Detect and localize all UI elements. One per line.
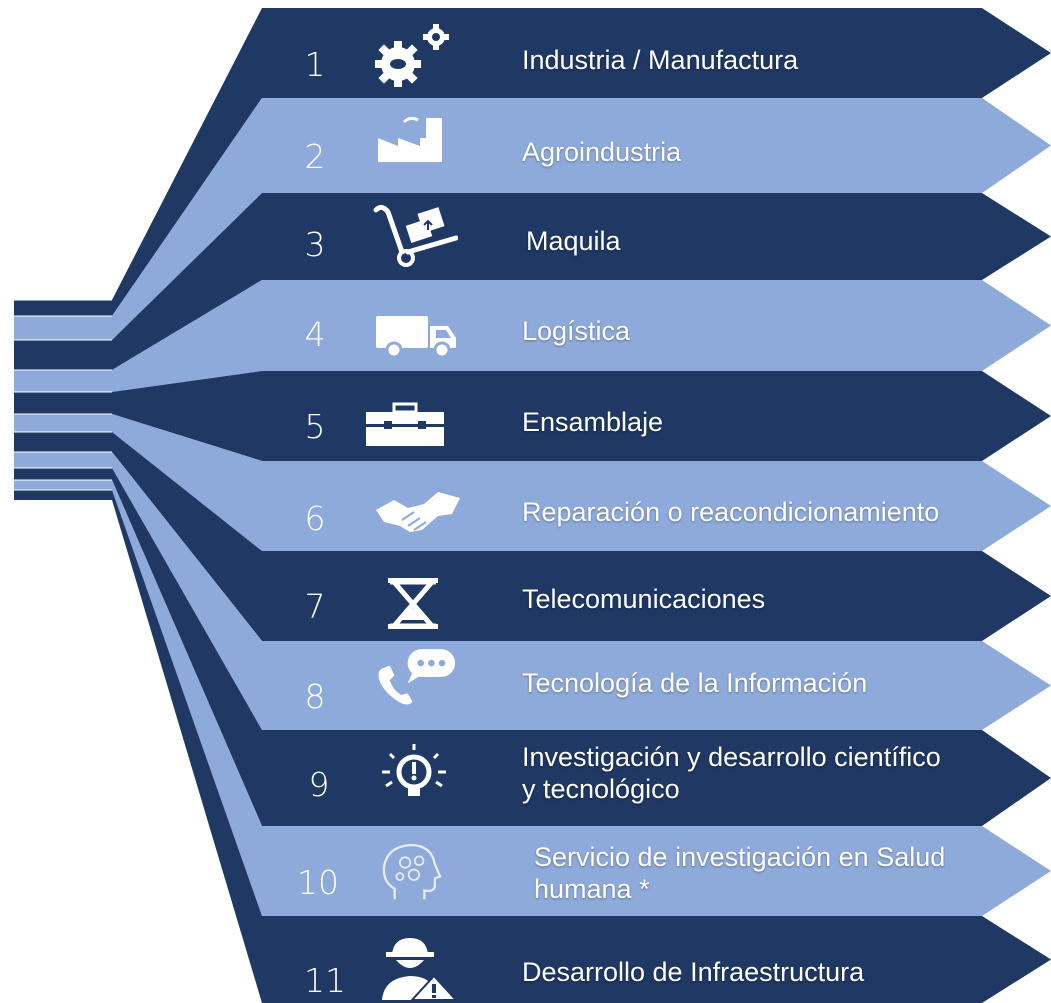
construction-worker-icon — [372, 930, 462, 1000]
item-label-5: Ensamblaje — [522, 407, 664, 437]
item-number-7: 7 — [304, 587, 326, 626]
item-label-3: Maquila — [526, 226, 621, 256]
item-label-10-line2: humana * — [534, 873, 650, 904]
item-label-10: Servicio de investigación en Salud human… — [534, 842, 945, 906]
gears-icon — [368, 22, 458, 92]
arrow-band-10 — [262, 826, 1051, 916]
item-label-10-line1: Servicio de investigación en Salud — [534, 842, 946, 872]
item-label-2: Agroindustria — [522, 137, 682, 167]
item-label-9-line1: Investigación y desarrollo científico — [522, 742, 941, 772]
item-label-1: Industria / Manufactura — [522, 45, 799, 75]
item-number-8: 8 — [304, 677, 326, 716]
item-number-5: 5 — [304, 407, 326, 446]
item-number-1: 1 — [304, 45, 326, 84]
band-connector-4 — [14, 280, 262, 392]
band-connector-9 — [14, 468, 262, 826]
item-number-3: 3 — [304, 225, 326, 264]
item-label-11: Desarrollo de Infraestructura — [522, 957, 865, 987]
arrow-band-4 — [262, 280, 1051, 371]
band-connector-2 — [14, 98, 262, 340]
arrow-band-3 — [262, 193, 1051, 280]
item-number-10: 10 — [297, 863, 339, 902]
arrow-band-2 — [262, 98, 1051, 193]
band-connector-1 — [14, 8, 262, 316]
handshake-icon — [372, 478, 462, 548]
arrow-band-11 — [262, 916, 1051, 1003]
item-label-9: Investigación y desarrollo científico y … — [522, 742, 941, 806]
arrow-band-8 — [262, 641, 1051, 730]
factory-icon — [368, 108, 458, 178]
arrow-band-7 — [262, 551, 1051, 641]
head-gears-icon — [368, 838, 458, 908]
hourglass-icon — [368, 568, 458, 638]
item-label-6: Reparación o reacondicionamiento — [522, 497, 940, 527]
item-label-4: Logística — [522, 316, 631, 346]
item-label-8: Tecnología de la Información — [522, 668, 868, 698]
item-label-7: Telecomunicaciones — [522, 584, 766, 614]
band-connector-3 — [14, 193, 262, 370]
band-connector-5 — [14, 371, 262, 461]
toolbox-icon — [360, 390, 450, 460]
phone-chat-icon — [370, 642, 460, 712]
item-label-9-line2: y tecnológico — [522, 773, 680, 804]
item-number-2: 2 — [304, 137, 326, 176]
band-connector-7 — [14, 432, 262, 641]
item-number-6: 6 — [304, 499, 326, 538]
lightbulb-idea-icon — [368, 740, 458, 810]
item-number-4: 4 — [304, 315, 326, 354]
band-connector-8 — [14, 452, 262, 730]
arrow-band-1 — [262, 8, 1051, 98]
truck-icon — [370, 300, 460, 370]
arrow-band-9 — [262, 730, 1051, 826]
arrow-band-6 — [262, 461, 1051, 551]
item-number-11: 11 — [304, 961, 346, 1000]
item-number-9: 9 — [308, 765, 330, 804]
band-connector-6 — [14, 414, 262, 551]
arrow-band-5 — [262, 371, 1051, 461]
hand-truck-icon — [368, 200, 458, 270]
